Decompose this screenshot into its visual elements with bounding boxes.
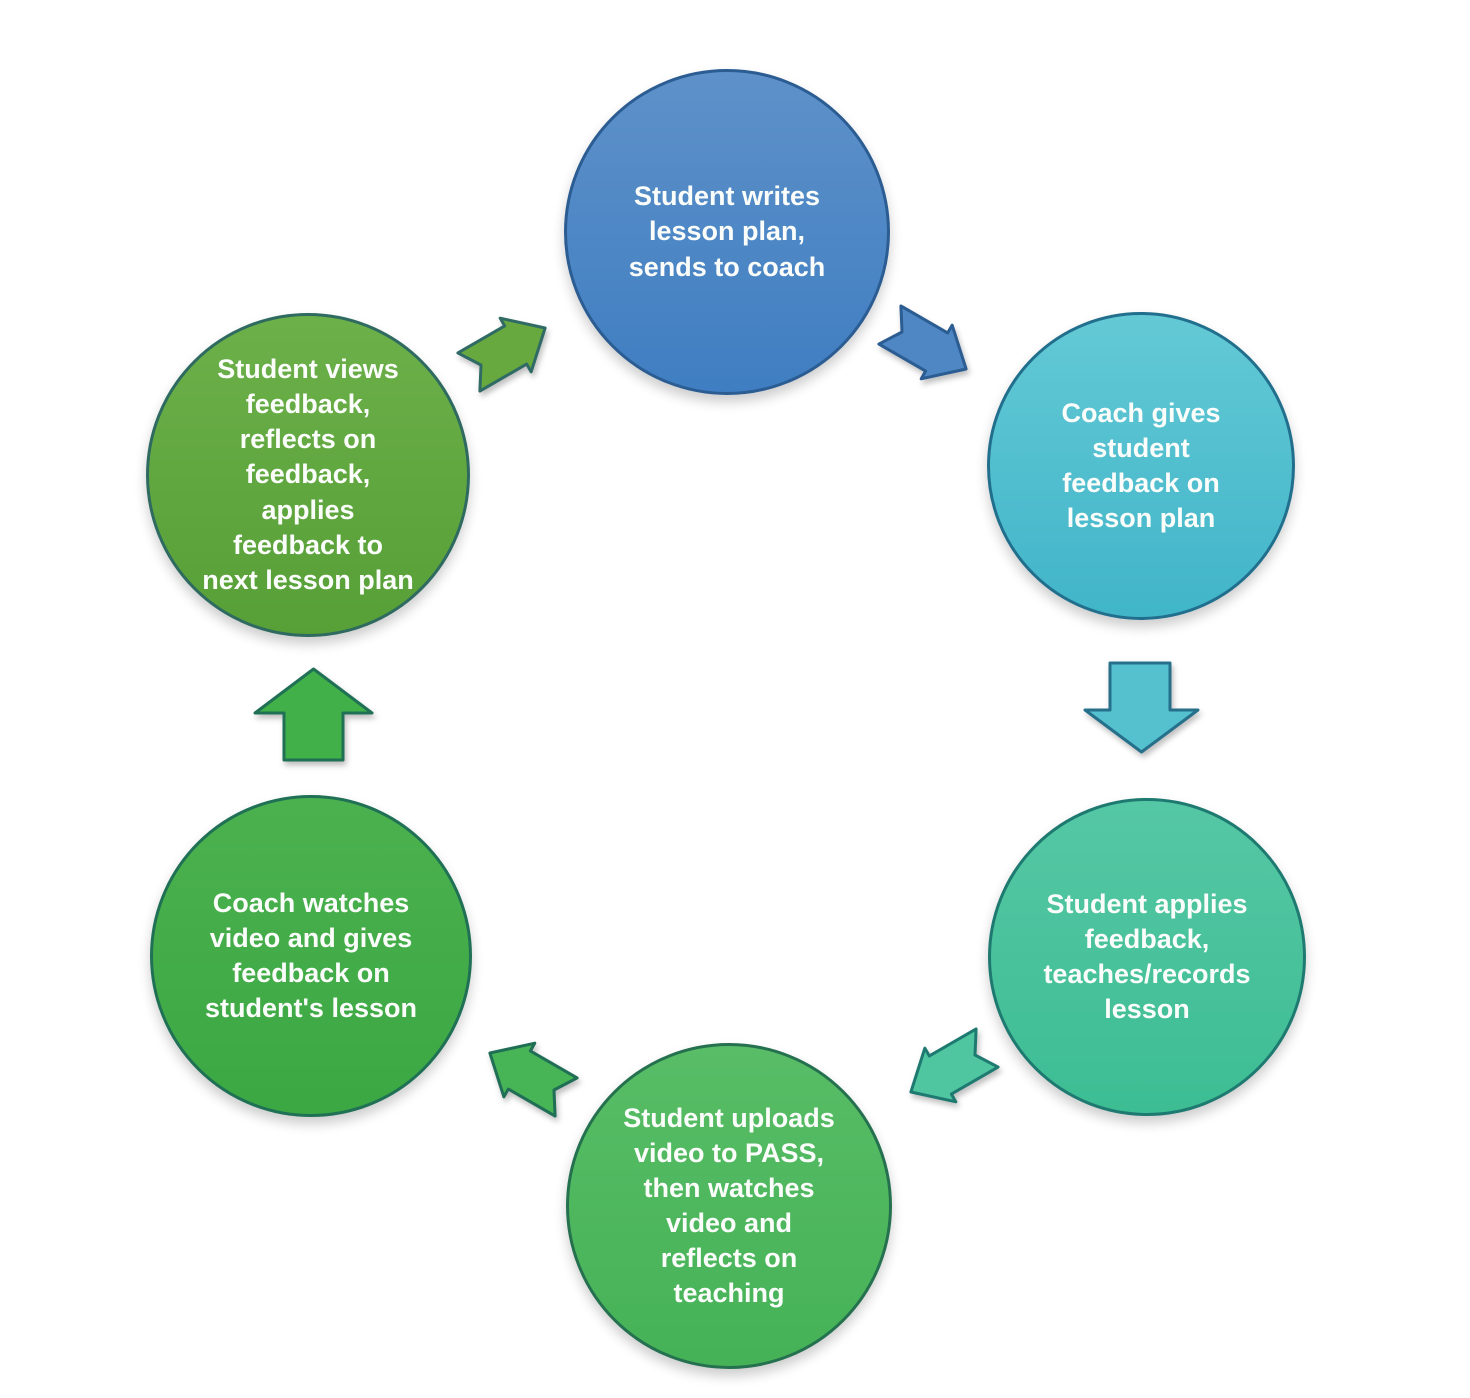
node-coach-watches-video: Coach watches video and gives feedback o… bbox=[150, 795, 472, 1117]
node-student-writes-lesson-plan: Student writes lesson plan, sends to coa… bbox=[564, 69, 890, 395]
arrow-down-shape bbox=[1083, 661, 1200, 754]
arrow-up-icon bbox=[253, 667, 374, 762]
node-label-student-views-feedback: Student views feedback, reflects on feed… bbox=[202, 354, 414, 595]
arrow-up-shape bbox=[253, 667, 374, 762]
node-coach-gives-feedback: Coach gives student feedback on lesson p… bbox=[987, 312, 1295, 620]
arrow-up-right-shape bbox=[456, 316, 547, 393]
arrow-up-left-icon bbox=[488, 1041, 579, 1118]
node-student-views-feedback: Student views feedback, reflects on feed… bbox=[146, 313, 470, 637]
arrow-up-right-icon bbox=[456, 316, 547, 393]
arrow-up-left-shape bbox=[488, 1041, 579, 1118]
node-label-student-uploads-video: Student uploads video to PASS, then watc… bbox=[623, 1102, 835, 1309]
arrow-down-right-icon bbox=[877, 304, 968, 381]
node-label-student-writes: Student writes lesson plan, sends to coa… bbox=[628, 181, 826, 282]
arrow-down-right-shape bbox=[877, 304, 968, 381]
arrow-down-icon bbox=[1083, 661, 1200, 754]
node-student-applies-feedback: Student applies feedback, teaches/record… bbox=[988, 798, 1306, 1116]
node-student-uploads-video: Student uploads video to PASS, then watc… bbox=[566, 1043, 892, 1369]
node-label-coach-gives-feedback: Coach gives student feedback on lesson p… bbox=[1061, 397, 1221, 534]
arrow-down-left-shape bbox=[909, 1027, 1000, 1104]
node-label-coach-watches-video: Coach watches video and gives feedback o… bbox=[205, 887, 417, 1024]
arrow-down-left-icon bbox=[909, 1027, 1000, 1104]
node-label-student-applies-feedback: Student applies feedback, teaches/record… bbox=[1043, 888, 1251, 1025]
